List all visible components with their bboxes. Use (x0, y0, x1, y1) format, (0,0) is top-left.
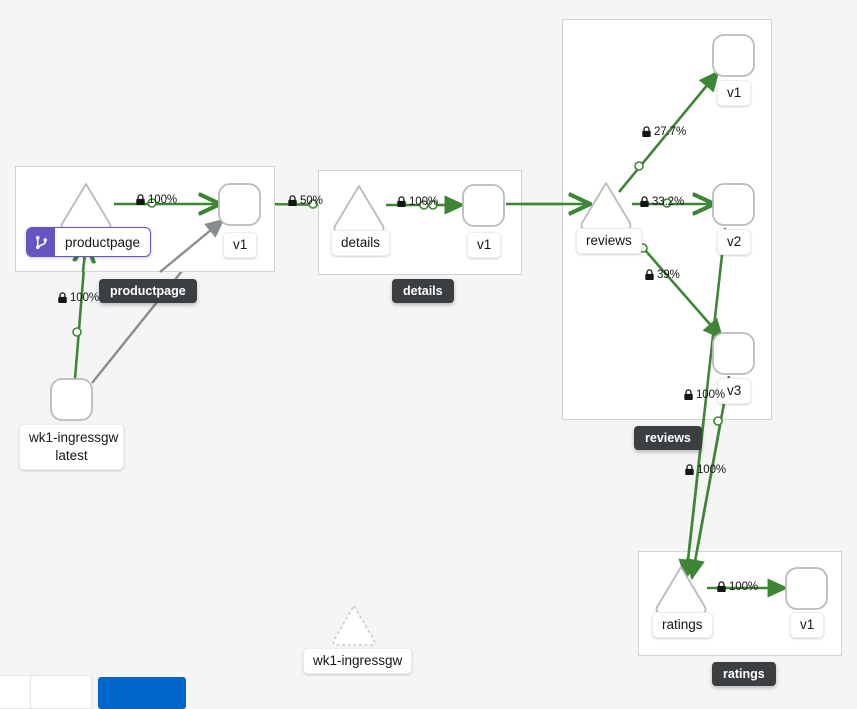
bottom-toolbar (0, 672, 857, 709)
edge-label-reviews-v1: 27.7% (641, 126, 686, 138)
node-service-ratings[interactable] (655, 566, 707, 614)
node-label-reviews-v1[interactable]: v1 (717, 80, 752, 106)
node-label-details-v1[interactable]: v1 (467, 232, 502, 258)
node-label-productpage-v1[interactable]: v1 (223, 232, 258, 258)
edge-label-reviews-v2-ratings: 100% (683, 389, 725, 401)
edge-label-value: 39% (657, 269, 680, 281)
node-workload-reviews-v1[interactable] (712, 34, 755, 77)
edge-label-value: 50% (300, 195, 323, 207)
node-service-details[interactable] (333, 185, 385, 233)
edge-label-ratings-v1: 100% (716, 581, 758, 593)
node-label-reviews-v2[interactable]: v2 (717, 229, 752, 255)
node-label-line-1: wk1-ingressgw (29, 430, 119, 445)
lock-icon (639, 196, 650, 208)
edge-label-ingressgw-productpage: 100% (57, 292, 99, 304)
virtual-service-chip-productpage[interactable]: productpage (26, 227, 152, 257)
lock-icon (57, 292, 68, 304)
node-workload-wk1-ingressgw[interactable] (50, 378, 93, 421)
tooltip-productpage: productpage (99, 279, 197, 303)
lock-icon (644, 269, 655, 281)
tooltip-ratings: ratings (712, 662, 776, 686)
edge-label-value: 100% (148, 194, 178, 206)
edge-label-value: 27.7% (654, 126, 687, 138)
edge-label-value: 100% (697, 464, 727, 476)
edge-label-value: 100% (409, 196, 439, 208)
edge-reviews-v2-ratings-top[interactable] (678, 227, 727, 581)
node-workload-ratings-v1[interactable] (785, 567, 828, 610)
node-workload-reviews-v3[interactable] (712, 332, 755, 375)
edge-label-details-v1: 100% (396, 196, 438, 208)
edge-label-reviews-v3-ratings: 100% (684, 464, 726, 476)
edge-reviews-v1-top[interactable] (617, 70, 720, 193)
node-workload-details-v1[interactable] (462, 184, 505, 227)
lock-icon (684, 464, 695, 476)
node-service-productpage[interactable] (60, 183, 112, 231)
edge-reviews-v3-ratings-top[interactable] (685, 375, 731, 581)
lock-icon (287, 195, 298, 207)
edge-productpage-v1-top[interactable] (114, 199, 218, 207)
node-label-wk1-ingressgw-workload[interactable]: wk1-ingressgw latest (19, 424, 124, 470)
edge-label-value: 33.2% (652, 196, 685, 208)
edge-label-value: 100% (729, 581, 759, 593)
node-label-details[interactable]: details (331, 230, 391, 256)
node-label-reviews-v3[interactable]: v3 (717, 378, 752, 404)
edge-label-productpage-details: 50% (287, 195, 323, 207)
edge-label-productpage-v1: 100% (135, 194, 177, 206)
node-label-ratings[interactable]: ratings (652, 612, 713, 638)
toolbar-card-middle[interactable] (30, 675, 92, 709)
lock-icon (135, 194, 146, 206)
node-service-reviews[interactable] (580, 182, 632, 230)
node-workload-reviews-v2[interactable] (712, 183, 755, 226)
code-branch-icon (27, 228, 55, 256)
lock-icon (641, 126, 652, 138)
node-label-wk1-ingressgw-service[interactable]: wk1-ingressgw (303, 648, 413, 674)
edge-label-reviews-v3: 39% (644, 269, 680, 281)
node-label-ratings-v1[interactable]: v1 (790, 612, 825, 638)
lock-icon (716, 581, 727, 593)
node-workload-productpage-v1[interactable] (218, 183, 261, 226)
virtual-service-label: productpage (65, 234, 141, 250)
edge-label-reviews-v2: 33.2% (639, 196, 684, 208)
toolbar-primary-button[interactable] (98, 677, 186, 709)
lock-icon (396, 196, 407, 208)
lock-icon (683, 389, 694, 401)
edge-label-value: 100% (696, 389, 726, 401)
node-label-reviews[interactable]: reviews (576, 228, 642, 254)
tooltip-reviews: reviews (634, 426, 702, 450)
tooltip-details: details (392, 279, 454, 303)
node-label-line-2: latest (55, 448, 88, 463)
node-service-wk1-ingressgw[interactable] (332, 605, 376, 646)
edge-ingressgw-productpage-v1-top[interactable] (159, 218, 225, 273)
edge-label-value: 100% (70, 292, 100, 304)
